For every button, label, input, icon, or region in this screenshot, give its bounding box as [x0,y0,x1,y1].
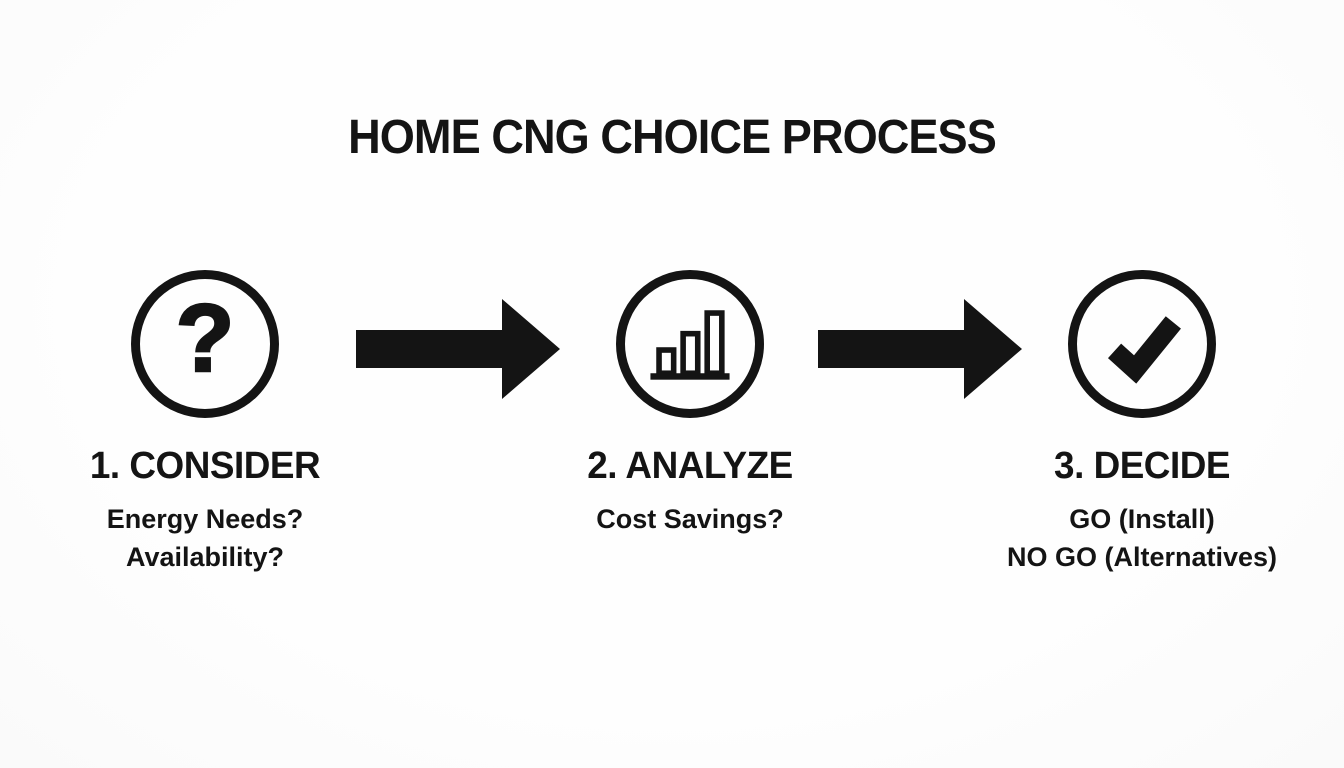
arrow-right-icon [818,299,1022,399]
step-decide-label: 3. DECIDE [1054,445,1230,487]
step-analyze-label: 2. ANALYZE [587,445,793,487]
diagram-title: HOME CNG CHOICE PROCESS [348,111,997,164]
detail-line: Availability? [125,542,285,572]
detail-line: Energy Needs? [106,504,304,534]
step-decide-details: GO (Install) NO GO (Alternatives) [942,500,1342,576]
checkmark-circle [1068,270,1216,418]
bar-chart-icon [650,310,730,380]
step-consider: ? 1. CONSIDER Energy Needs? Availability… [25,270,385,576]
step-decide: 3. DECIDE GO (Install) NO GO (Alternativ… [942,270,1342,576]
question-circle: ? [131,270,279,418]
checkmark-icon [1107,316,1181,384]
bar-chart-circle [616,270,764,418]
step-consider-details: Energy Needs? Availability? [25,500,385,576]
step-consider-label: 1. CONSIDER [89,445,321,487]
arrow-right-icon [356,299,560,399]
question-mark-icon: ? [174,285,235,392]
detail-line: GO (Install) [1069,504,1215,534]
detail-line: NO GO (Alternatives) [1006,542,1278,572]
step-analyze: 2. ANALYZE Cost Savings? [510,270,870,538]
detail-line: Cost Savings? [596,504,784,534]
step-analyze-details: Cost Savings? [510,500,870,538]
